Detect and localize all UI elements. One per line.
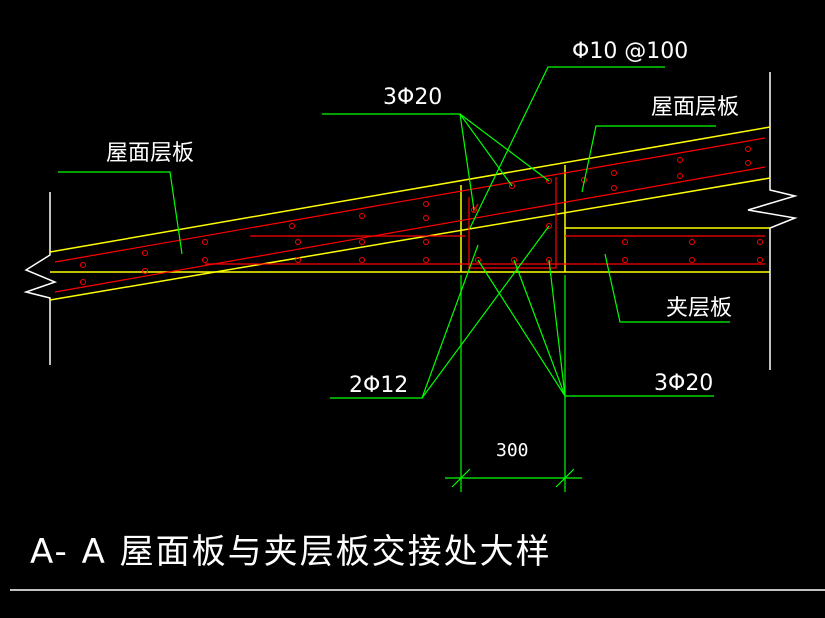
beam-stirrup (468, 177, 557, 269)
right-wall-break-line (747, 72, 798, 370)
roof-slab-bottom-edge (49, 177, 771, 301)
rebar-dot (509, 183, 515, 189)
leader-waist-bars-2 (421, 244, 479, 399)
rebar-dot (511, 257, 517, 263)
rebar-dot (359, 239, 365, 245)
leader-top-bars (322, 113, 475, 211)
rebar-dot (295, 239, 301, 245)
rebar-dot (677, 157, 683, 163)
rebar-dot (757, 239, 763, 245)
rebar-dot (142, 250, 148, 256)
label-bottom-bars: 3Φ20 (654, 371, 713, 396)
leader-lines (58, 66, 730, 492)
rebar-dot (142, 268, 148, 274)
label-roof-slab-right: 屋面层板 (651, 95, 739, 120)
leader-bottom-bars-2 (513, 259, 566, 397)
roof-top-rebar (54, 137, 766, 263)
rebar-dot (80, 262, 86, 268)
left-wall-break-line (23, 192, 58, 365)
rebar-dot (611, 170, 617, 176)
rebar-dot (546, 223, 552, 229)
leader-top-bars-2 (459, 113, 513, 187)
rebar-dot (757, 257, 763, 263)
rebar-dot (622, 257, 628, 263)
drawing-title: A- A 屋面板与夹层板交接处大样 (30, 532, 552, 572)
rebar-dot (423, 239, 429, 245)
dim-tick-left (451, 468, 471, 488)
roof-bottom-rebar (54, 166, 766, 293)
label-waist-bars: 2Φ12 (349, 373, 408, 398)
rebar-dot (677, 173, 683, 179)
rebar-lines (54, 137, 766, 293)
rebar-dot (745, 146, 751, 152)
rebar-dot (475, 257, 481, 263)
rebar-dot (689, 257, 695, 263)
rebar-dot (689, 239, 695, 245)
rebar-dot (80, 279, 86, 285)
rebar-dot (202, 239, 208, 245)
rebar-dot (423, 201, 429, 207)
rebar-dot (622, 239, 628, 245)
rebar-dot (423, 215, 429, 221)
rebar-dot (295, 257, 301, 263)
leader-mezzanine (604, 253, 730, 323)
label-stirrup: Φ10 @100 (572, 39, 688, 64)
dim-tick-right (555, 468, 575, 488)
rebar-dot (745, 160, 751, 166)
rebar-dot (359, 213, 365, 219)
rebar-dot (359, 257, 365, 263)
rebar-dot (423, 257, 429, 263)
rebar-dot (289, 223, 295, 229)
label-mezzanine-slab: 夹层板 (666, 296, 732, 321)
rebar-dots (80, 146, 763, 285)
roof-slab-top-edge (49, 126, 771, 253)
label-roof-slab-left: 屋面层板 (106, 141, 194, 166)
rebar-dot (546, 178, 552, 184)
rebar-dot (202, 257, 208, 263)
leader-stirrup (469, 66, 665, 229)
rebar-dot (611, 185, 617, 191)
label-top-bars: 3Φ20 (383, 85, 442, 110)
label-dimension: 300 (496, 440, 529, 461)
leader-roof-slab-right (581, 125, 716, 193)
leader-bottom-bars-3 (548, 259, 566, 397)
leader-top-bars-3 (459, 113, 550, 182)
leader-roof-slab-left (58, 171, 183, 255)
